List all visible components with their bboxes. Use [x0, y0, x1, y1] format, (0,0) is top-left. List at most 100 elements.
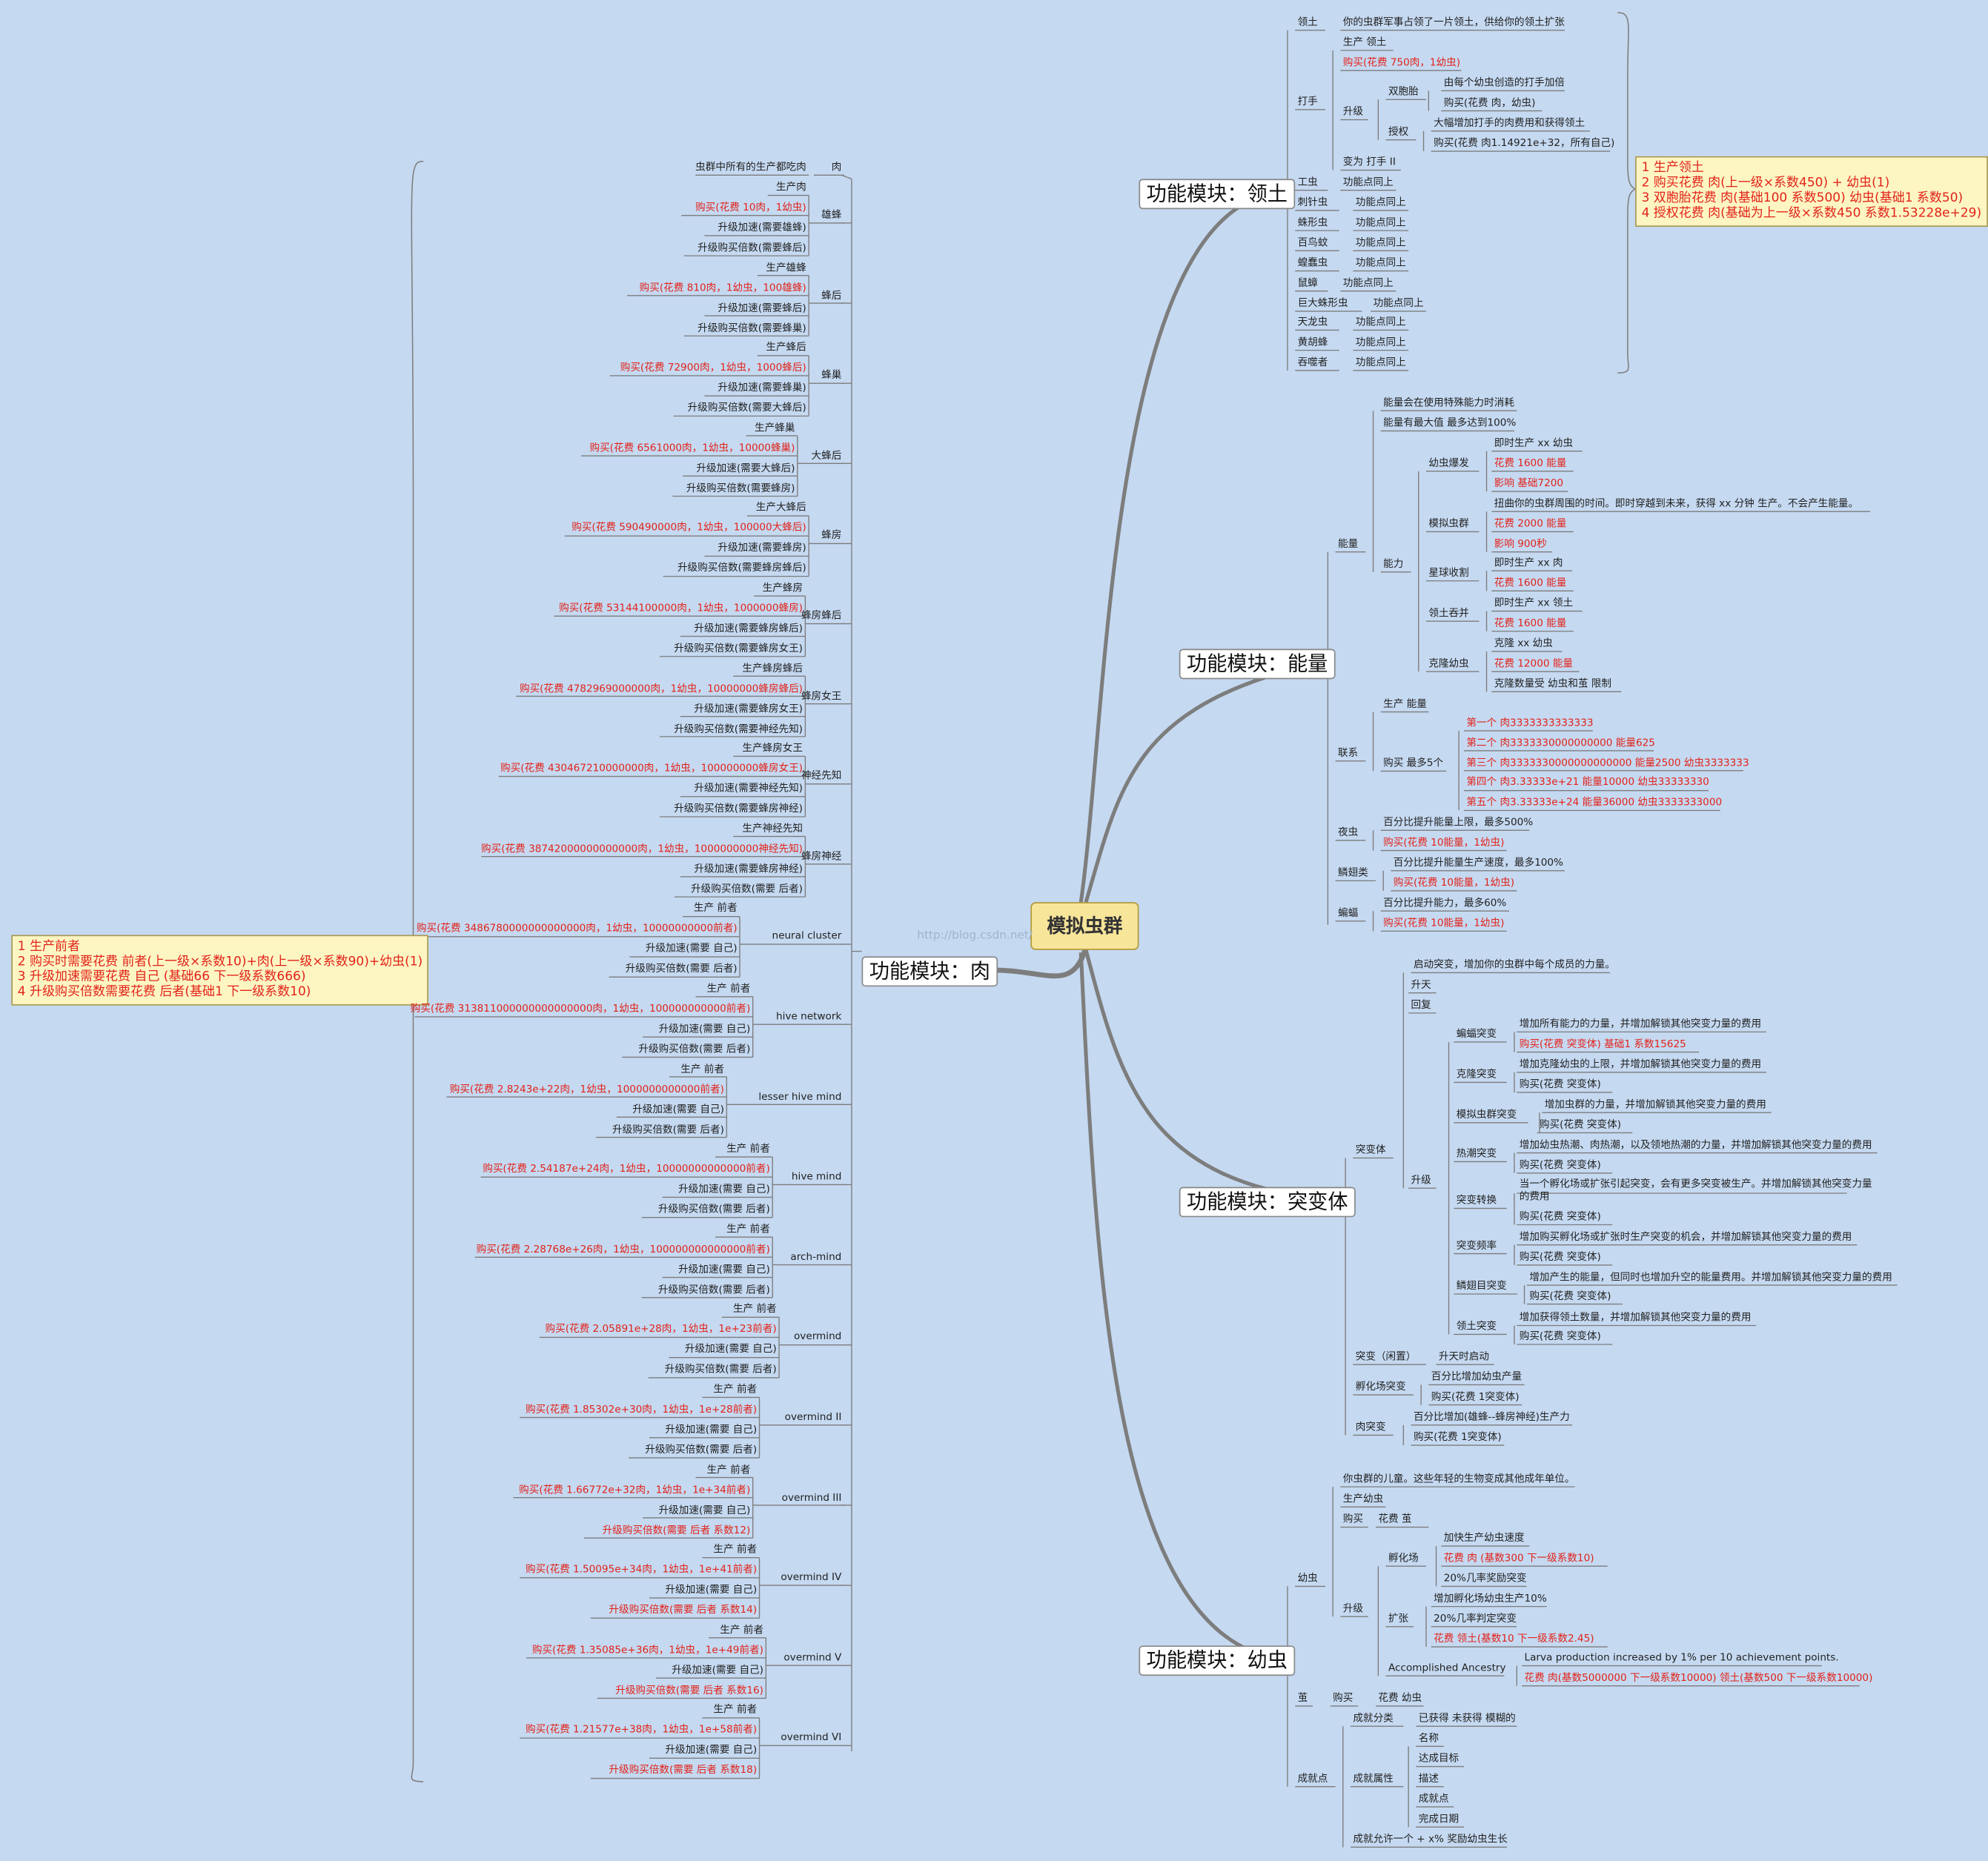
unit-3-desc: 功能点同上 — [1355, 236, 1406, 248]
meat-unit-16-item-2: 升级加速(需要 自己) — [658, 1504, 751, 1516]
ability-4-item-1: 花费 12000 能量 — [1494, 657, 1574, 669]
meat-unit-5: 蜂房蜂后 — [801, 609, 842, 622]
meat-unit-16-item-3: 升级购买倍数(需要 后者 系数12) — [602, 1524, 751, 1536]
meat-unit-14-item-1: 购买(花费 2.05891e+28肉，1幼虫，1e+23前者) — [545, 1323, 777, 1336]
unit-9-desc: 功能点同上 — [1355, 356, 1406, 368]
mutation-3: 热潮突变 — [1456, 1147, 1497, 1160]
meat-unit-11-item-2: 升级加速(需要 自己) — [632, 1103, 724, 1115]
link-node: 联系 — [1337, 747, 1359, 759]
larva-desc: 你虫群的儿童。这些年轻的生物变成其他成年单位。 — [1342, 1473, 1575, 1485]
meat-node: 肉 — [831, 161, 842, 173]
unit-1-desc: 功能点同上 — [1355, 196, 1406, 208]
meat-unit-11-item-1: 购买(花费 2.8243e+22肉，1幼虫，1000000000000前者) — [449, 1083, 724, 1095]
cocoon-node: 茧 — [1297, 1692, 1308, 1704]
meat-unit-14-item-3: 升级购买倍数(需要 后者) — [664, 1364, 777, 1376]
meat-unit-17-item-3: 升级购买倍数(需要 后者 系数14) — [609, 1604, 758, 1616]
unit-4-desc: 功能点同上 — [1355, 256, 1406, 269]
meat-unit-6-item-2: 升级加速(需要蜂房女王) — [694, 702, 803, 714]
ability-4-item-0: 克隆 xx 幼虫 — [1494, 637, 1553, 649]
meat-unit-4-item-3: 升级购买倍数(需要蜂房蜂后) — [677, 562, 806, 574]
unit-5: 鼠蟑 — [1297, 277, 1318, 289]
ability-2: 星球收割 — [1428, 567, 1469, 579]
meat-unit-3-item-1: 购买(花费 6561000肉，1幼虫，10000蜂巢) — [589, 442, 795, 454]
branch-energy — [1084, 660, 1319, 903]
cocoon-buy: 购买 — [1333, 1692, 1354, 1704]
achievement-category: 成就分类 — [1353, 1712, 1394, 1724]
meat-unit-10-item-2: 升级加速(需要 自己) — [658, 1023, 751, 1035]
achievement-node: 成就点 — [1297, 1773, 1328, 1785]
meat-unit-10-item-1: 购买(花费 313811000000000000000肉，1幼虫，1000000… — [410, 1003, 751, 1015]
dashou-upgrade: 升级 — [1342, 105, 1363, 118]
ability-1-item-1: 花费 2000 能量 — [1494, 517, 1567, 530]
ancestry-cost: 花费 肉(基数5000000 下一级系数10000) 领土(基数500 下一级系… — [1524, 1672, 1873, 1684]
mutation-0-buy: 购买(花费 突变体) 基础1 系数15625 — [1519, 1038, 1686, 1050]
nightbug-buy: 购买(花费 10能量，1幼虫) — [1383, 836, 1505, 849]
meat-unit-15-item-2: 升级加速(需要 自己) — [665, 1424, 758, 1436]
meat-unit-5-item-2: 升级加速(需要蜂房蜂后) — [694, 622, 803, 634]
meat-unit-11: lesser hive mind — [758, 1090, 842, 1102]
mutation-7: 领土突变 — [1456, 1320, 1497, 1333]
meat-unit-14-item-2: 升级加速(需要 自己) — [684, 1343, 777, 1356]
branch-territory — [1079, 190, 1283, 903]
meat-unit-12: hive mind — [791, 1170, 842, 1183]
meat-unit-1-item-0: 生产雄蜂 — [766, 261, 806, 273]
link-produce: 生产 能量 — [1383, 697, 1427, 710]
meat-desc: 虫群中所有的生产都吃肉 — [695, 161, 806, 173]
note-brace — [1617, 12, 1637, 374]
twins-desc: 由每个幼虫创造的打手加倍 — [1443, 76, 1565, 89]
branch-meat-topic: 功能模块：肉 — [861, 956, 998, 987]
mutagen-upgrade: 升级 — [1411, 1174, 1431, 1186]
meat-unit-1-item-1: 购买(花费 810肉，1幼虫，100雄蜂) — [639, 282, 806, 293]
ability-0: 幼虫爆发 — [1428, 457, 1469, 469]
unit-9: 吞噬者 — [1297, 356, 1328, 368]
twins-node: 双胞胎 — [1388, 85, 1419, 97]
ability-2-item-0: 即时生产 xx 肉 — [1494, 557, 1563, 568]
meat-unit-9-item-0: 生产 前者 — [693, 902, 738, 915]
link-buy-4: 第五个 肉3.33333e+24 能量36000 幼虫3333333000 — [1466, 796, 1723, 809]
meat-unit-18-item-2: 升级加速(需要 自己) — [672, 1664, 763, 1676]
meat-unit-14: overmind — [793, 1330, 842, 1343]
unit-0-desc: 功能点同上 — [1342, 176, 1394, 188]
achievement-category-desc: 已获得 未获得 模糊的 — [1418, 1712, 1516, 1724]
mandate-desc: 大幅增加打手的肉费用和获得领土 — [1434, 117, 1586, 129]
meat-unit-12-item-0: 生产 前者 — [726, 1143, 770, 1155]
mutation-7-desc: 增加获得领土数量，并增加解锁其他突变力量的费用 — [1519, 1311, 1752, 1324]
meat-unit-15-item-1: 购买(花费 1.85302e+30肉，1幼虫，1e+28前者) — [525, 1403, 758, 1416]
cocoon-cost: 花费 幼虫 — [1378, 1692, 1422, 1704]
meat-unit-1-item-2: 升级加速(需要蜂后) — [718, 302, 806, 314]
meat-unit-9: neural cluster — [772, 930, 842, 942]
bat-desc: 百分比提升能力，最多60% — [1383, 897, 1507, 909]
energy-max: 能量有最大值 最多达到100% — [1383, 417, 1517, 429]
meat-unit-7: 神经先知 — [801, 770, 842, 782]
meat-unit-17-item-0: 生产 前者 — [713, 1543, 758, 1556]
meat-unit-5-item-1: 购买(花费 53144100000肉，1幼虫，1000000蜂房) — [559, 602, 803, 614]
meat-unit-8-item-0: 生产神经先知 — [742, 822, 803, 835]
meat-unit-0-item-3: 升级购买倍数(需要蜂后) — [698, 242, 806, 253]
mutation-3-desc: 增加幼虫热潮、肉热潮，以及领地热潮的力量，并增加解锁其他突变力量的费用 — [1519, 1138, 1872, 1151]
expansion-item-2: 花费 领土(基数10 下一级系数2.45) — [1434, 1633, 1594, 1645]
meat-unit-17: overmind IV — [781, 1571, 842, 1583]
achievement-attr-0: 名称 — [1418, 1732, 1439, 1744]
respec-node: 回复 — [1411, 999, 1431, 1011]
branch-mutation-topic: 功能模块：突变体 — [1179, 1187, 1356, 1218]
meat-unit-3: 大蜂后 — [811, 449, 842, 461]
mutagen-start: 启动突变，增加你的虫群中每个成员的力量。 — [1413, 958, 1615, 971]
meat-unit-9-item-2: 升级加速(需要 自己) — [645, 943, 738, 955]
larva-produce: 生产幼虫 — [1342, 1493, 1384, 1505]
mandate-buy: 购买(花费 肉1.14921e+32，所有自己) — [1434, 137, 1615, 149]
expansion-item-1: 20%几率判定突变 — [1434, 1613, 1517, 1625]
meat-unit-0-item-2: 升级加速(需要雄蜂) — [718, 222, 806, 233]
mutation-4-desc: 当一个孵化场或扩张引起突变，会有更多突变被生产。并增加解锁其他突变力量的费用 — [1519, 1178, 1872, 1202]
branch-mutation — [1084, 949, 1339, 1203]
unit-3: 百鸟蚊 — [1297, 236, 1328, 248]
ability-3-item-0: 即时生产 xx 领土 — [1494, 597, 1574, 609]
meat-unit-13-item-3: 升级购买倍数(需要 后者) — [657, 1284, 770, 1296]
meat-unit-8: 蜂房神经 — [801, 850, 842, 862]
meat-unit-7-item-2: 升级加速(需要神经先知) — [694, 783, 803, 795]
meat-unit-17-item-1: 购买(花费 1.50095e+34肉，1幼虫，1e+41前者) — [525, 1564, 758, 1576]
meat-unit-10-item-3: 升级购买倍数(需要 后者) — [638, 1043, 751, 1055]
dashou-node: 打手 — [1297, 96, 1318, 107]
connector-line — [841, 174, 852, 180]
link-buy-1: 第二个 肉3333330000000000 能量625 — [1466, 737, 1655, 749]
